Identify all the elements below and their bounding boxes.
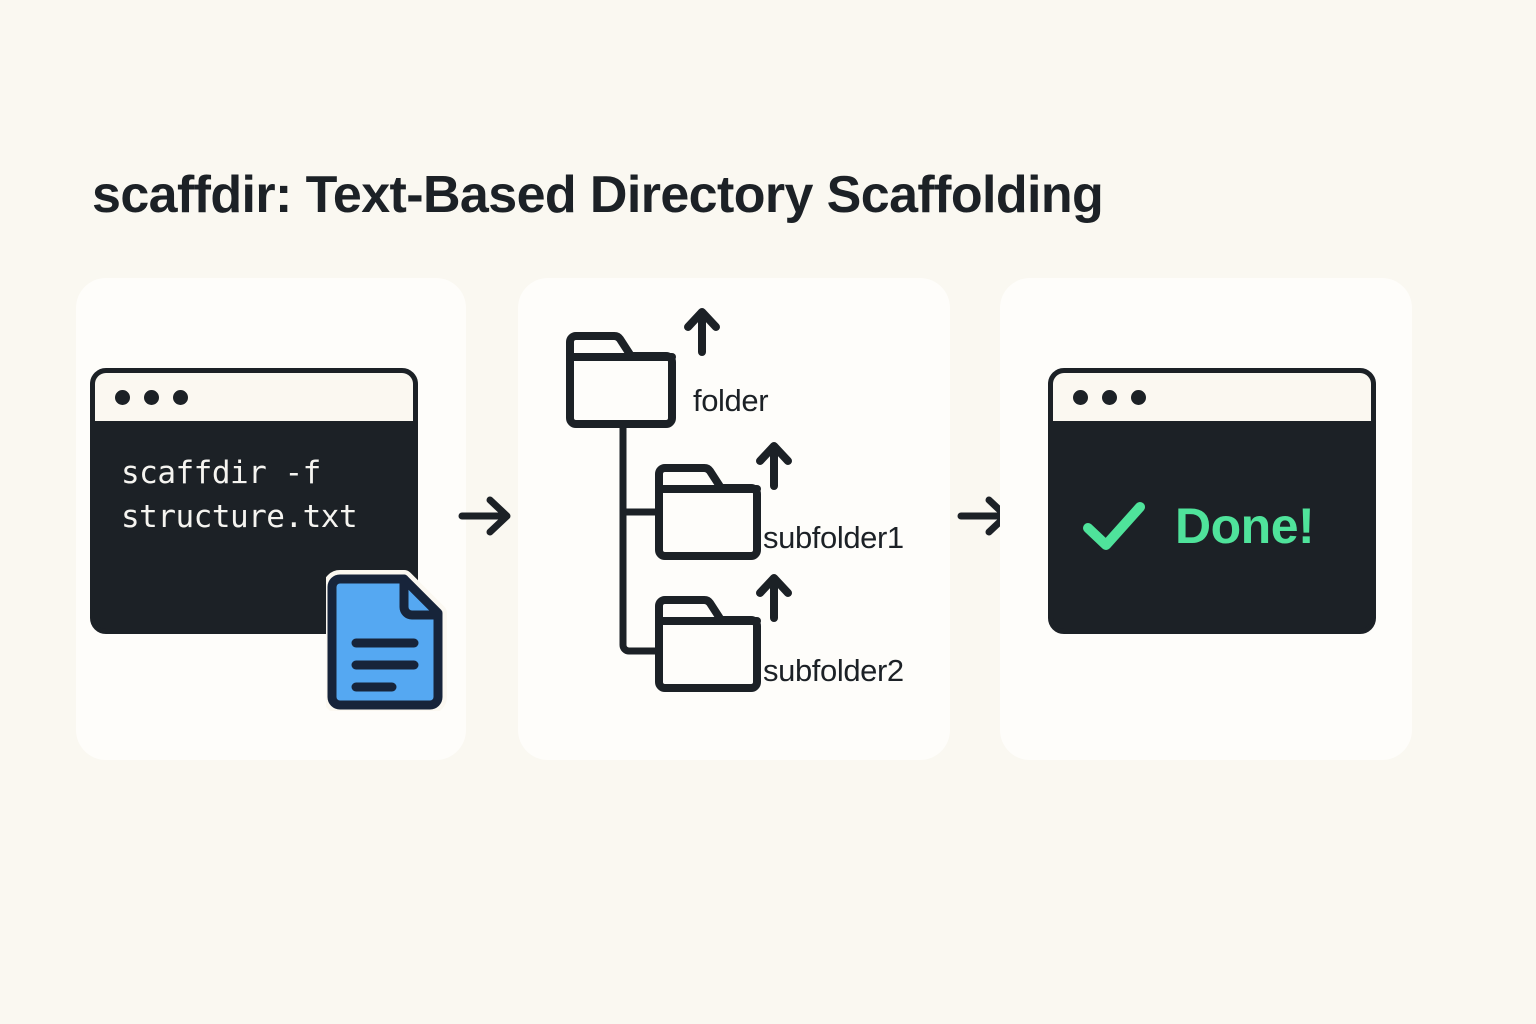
- tree-connector-lines: [619, 421, 664, 655]
- tree-node-label-folder: folder: [693, 383, 769, 418]
- terminal-body-output: Done!: [1053, 421, 1371, 629]
- window-dot-maximize-icon[interactable]: [1131, 389, 1146, 405]
- arrow-right-icon: [458, 496, 511, 536]
- window-dot-close-icon[interactable]: [1073, 389, 1088, 405]
- arrow-up-icon-subfolder2: [756, 574, 792, 622]
- page-title: scaffdir: Text-Based Directory Scaffoldi…: [92, 165, 1104, 224]
- arrow-up-icon-root: [684, 308, 720, 356]
- document-icon: [326, 570, 447, 711]
- window-dot-close-icon[interactable]: [115, 389, 130, 405]
- folder-icon-subfolder1: [655, 464, 761, 560]
- folder-icon-subfolder2: [655, 596, 761, 692]
- tree-node-label-subfolder2: subfolder2: [763, 653, 904, 688]
- arrow-up-icon-subfolder1: [756, 442, 792, 490]
- terminal-command-line-2: structure.txt: [121, 499, 358, 536]
- window-dot-minimize-icon[interactable]: [1102, 389, 1117, 405]
- terminal-window-input: scaffdir -f structure.txt: [90, 368, 418, 634]
- checkmark-icon: [1083, 502, 1145, 550]
- terminal-body-input: scaffdir -f structure.txt: [95, 421, 413, 629]
- status-row: Done!: [1083, 498, 1315, 554]
- terminal-title-bar: [95, 373, 413, 421]
- terminal-window-output: Done!: [1048, 368, 1376, 634]
- folder-icon-root: [566, 332, 676, 428]
- folder-tree-diagram: [566, 308, 792, 692]
- tree-node-label-subfolder1: subfolder1: [763, 520, 904, 555]
- status-text: Done!: [1175, 498, 1315, 554]
- terminal-command-line-1: scaffdir -f: [121, 455, 321, 491]
- window-dot-minimize-icon[interactable]: [144, 389, 159, 405]
- window-dot-maximize-icon[interactable]: [173, 389, 188, 405]
- terminal-title-bar: [1053, 373, 1371, 421]
